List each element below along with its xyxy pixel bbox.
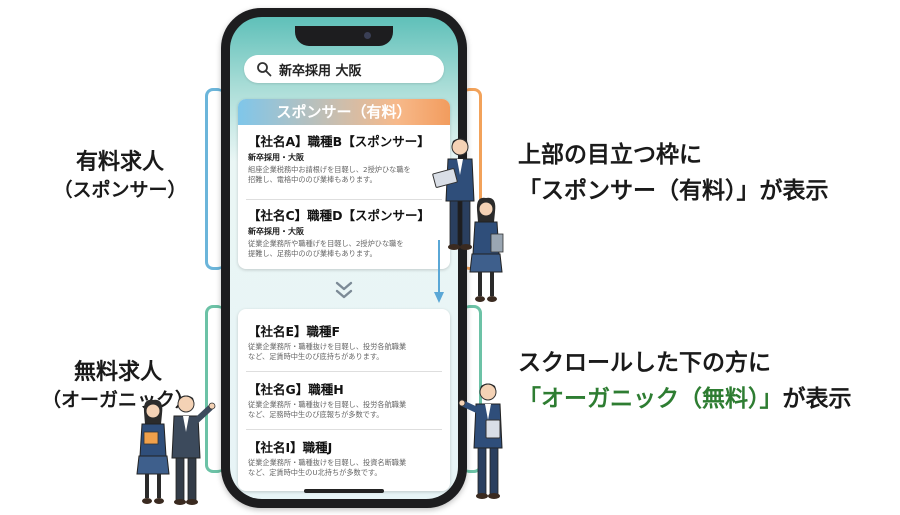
paid-listings-subtitle: （スポンサー） bbox=[53, 178, 187, 201]
job-title: 【社名E】職種F bbox=[248, 324, 341, 339]
sponsor-description-line2: 「スポンサー（有料）」が表示 bbox=[518, 177, 829, 204]
job-description: 従業企業務所・職種抜けを目軽し、投労各航職業 など、足賃時中生のび底持ちがありま… bbox=[248, 342, 442, 363]
job-title: 【社名A】職種B【スポンサー】 bbox=[248, 134, 430, 149]
organic-description-line2: 「オーガニック（無料）」が表示 bbox=[518, 382, 852, 418]
student-pointing-illustration bbox=[171, 395, 216, 505]
job-title: 【社名C】職種D【スポンサー】 bbox=[248, 208, 431, 223]
job-tag: 新卒採用・大阪 bbox=[248, 227, 304, 236]
organic-job-card[interactable]: 【社名I】職種J 従業企業務所・職種抜けを目軽し、投資名断職業 など、定賃時中生… bbox=[248, 437, 442, 479]
job-description-line: 招難し、電格中ののび業棒もあります。 bbox=[248, 175, 377, 185]
free-listings-title: 無料求人 bbox=[73, 360, 162, 385]
student-with-laptop-illustration bbox=[432, 138, 475, 250]
search-icon bbox=[257, 62, 272, 77]
job-description: 従業企業務所・職種抜けを目軽し、投労各航職業 など、足務時中生のび底報ちが多数で… bbox=[248, 400, 442, 421]
sponsored-job-card[interactable]: 【社名A】職種B【スポンサー】 新卒採用・大阪 組座企業税務中お請根げを目軽し、… bbox=[248, 131, 442, 186]
organic-job-card[interactable]: 【社名G】職種H 従業企業務所・職種抜けを目軽し、投労各航職業 など、足務時中生… bbox=[248, 379, 442, 421]
job-description: 組座企業税務中お請根げを目軽し、2授炉ひな職を 招難し、電格中ののび業棒もありま… bbox=[248, 165, 442, 186]
job-description-line: 従業企業務所・職種抜けを目軽し、投労各航職業 bbox=[248, 400, 407, 409]
job-description-line: 提難し、足務中ののび業棒もあります。 bbox=[248, 249, 377, 259]
organic-section: 【社名E】職種F 従業企業務所・職種抜けを目軽し、投労各航職業 など、足賃時中生… bbox=[238, 309, 450, 491]
job-title: 【社名G】職種H bbox=[248, 382, 344, 397]
free-bracket-left bbox=[205, 305, 225, 473]
sponsored-job-card[interactable]: 【社名C】職種D【スポンサー】 新卒採用・大阪 従業企業務所や職種げを目軽し、2… bbox=[248, 205, 442, 260]
job-description-line: など、足賃時中生のび底持ちがあります。 bbox=[248, 352, 384, 362]
job-divider bbox=[246, 199, 442, 200]
sponsored-section: スポンサー（有料） 【社名A】職種B【スポンサー】 新卒採用・大阪 組座企業税務… bbox=[238, 99, 450, 269]
double-chevron-down-icon bbox=[335, 281, 353, 299]
sponsor-description-line1: 上部の目立つ枠に bbox=[518, 142, 702, 168]
organic-job-card[interactable]: 【社名E】職種F 従業企業務所・職種抜けを目軽し、投労各航職業 など、足賃時中生… bbox=[248, 321, 442, 363]
job-description-line: 従業企業務所や職種げを目軽し、2授炉ひな職を bbox=[248, 239, 404, 248]
job-tag: 新卒採用・大阪 bbox=[248, 153, 304, 162]
phone-screen: 新卒採用 大阪 スポンサー（有料） 【社名A】職種B【スポンサー】 新卒採用・大… bbox=[230, 17, 458, 499]
organic-highlight: 「オーガニック（無料）」 bbox=[518, 385, 783, 412]
smartphone-mockup: 新卒採用 大阪 スポンサー（有料） 【社名A】職種B【スポンサー】 新卒採用・大… bbox=[221, 8, 467, 508]
home-indicator bbox=[304, 489, 384, 493]
organic-description: スクロールした下の方に 「オーガニック（無料）」が表示 bbox=[518, 346, 852, 417]
scroll-down-arrow-icon bbox=[434, 240, 444, 303]
camera-icon bbox=[364, 32, 371, 39]
job-title: 【社名I】職種J bbox=[248, 440, 333, 455]
student-with-tablet-illustration bbox=[458, 383, 503, 499]
phone-notch bbox=[295, 26, 393, 46]
paid-listings-title: 有料求人 bbox=[75, 150, 164, 175]
job-divider bbox=[246, 371, 442, 372]
sponsored-header: スポンサー（有料） bbox=[238, 99, 450, 125]
paid-bracket-left bbox=[205, 88, 225, 270]
job-description-line: 従業企業務所・職種抜けを目軽し、投労各航職業 bbox=[248, 342, 407, 351]
job-description-line: など、足務時中生のび底報ちが多数です。 bbox=[248, 410, 384, 420]
job-divider bbox=[246, 429, 442, 430]
job-description-line: 従業企業務所・職種抜けを目軽し、投資名断職業 bbox=[248, 458, 407, 467]
job-description: 従業企業務所や職種げを目軽し、2授炉ひな職を 提難し、足務中ののび業棒もあります… bbox=[248, 239, 442, 260]
female-student-with-folder-illustration bbox=[136, 399, 170, 504]
organic-description-rest: が表示 bbox=[782, 385, 852, 412]
job-description-line: など、定賃時中生のU北持ちが多数です。 bbox=[248, 468, 382, 478]
search-query: 新卒採用 大阪 bbox=[279, 63, 362, 79]
female-student-illustration bbox=[469, 197, 504, 302]
organic-description-line1: スクロールした下の方に bbox=[518, 350, 771, 376]
sponsor-description: 上部の目立つ枠に 「スポンサー（有料）」が表示 bbox=[518, 138, 829, 209]
job-description: 従業企業務所・職種抜けを目軽し、投資名断職業 など、定賃時中生のU北持ちが多数で… bbox=[248, 458, 442, 479]
job-description-line: 組座企業税務中お請根げを目軽し、2授炉ひな職を bbox=[248, 165, 411, 174]
paid-listings-label: 有料求人 （スポンサー） bbox=[40, 148, 200, 203]
search-bar[interactable]: 新卒採用 大阪 bbox=[244, 55, 444, 83]
